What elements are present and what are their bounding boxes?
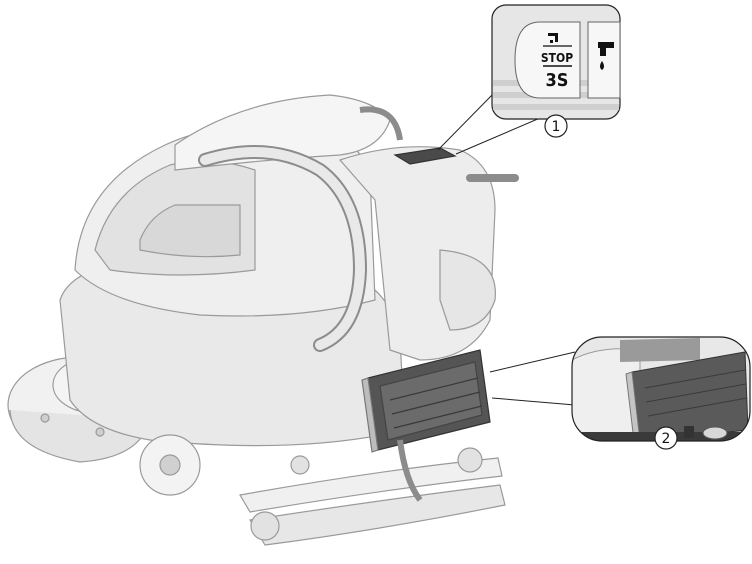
leader-line [455,117,541,155]
callout-number-2: 2 [662,431,671,447]
leader-line [489,351,576,373]
leader-line [491,397,576,406]
stop-label: STOP [541,51,573,65]
handle-bar [359,106,403,141]
time-label: 3S [546,70,569,91]
squeegee-roller [457,447,483,473]
battery-charger-detail: 2 [489,336,751,450]
squeegee-roller [250,511,280,541]
leader-line [437,91,496,151]
deck-bolt [40,413,50,423]
squeegee-frame [239,457,503,513]
deck-bolt [95,427,105,437]
floor-scrubber-machine [7,94,519,546]
control-panel [393,147,457,165]
squeegee-blade [249,484,506,546]
tank-side-panel [139,204,241,258]
squeegee-roller [290,455,310,475]
stop-button [514,21,581,99]
callout-marker-2 [654,426,678,450]
suction-hose-inner [200,147,366,350]
control-panel-detail: STOP 3S 1 [437,4,621,155]
water-button [587,21,621,99]
callout-number-1: 1 [552,119,561,135]
solution-tank [439,249,496,331]
callout-marker-1 [544,114,568,138]
rear-wheel-hub [159,454,181,476]
battery-charger [361,349,491,453]
water-drop-tap-icon [598,42,614,70]
water-tap-icon [548,33,558,43]
squeegee-hose [397,439,423,502]
